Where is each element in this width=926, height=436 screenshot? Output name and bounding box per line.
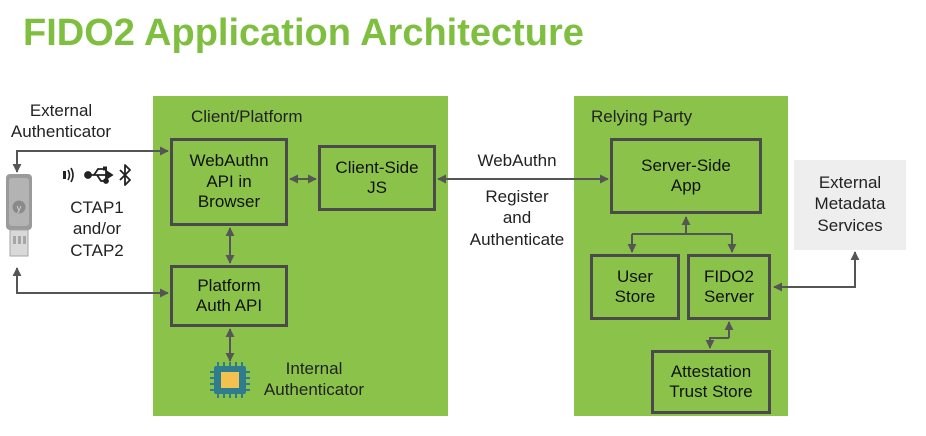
client-side-js-box: Client-Side JS (318, 145, 436, 211)
security-key-icon: y (6, 174, 32, 257)
client-platform-panel (153, 96, 448, 416)
fido2-server-box: FIDO2 Server (687, 254, 771, 320)
bluetooth-icon (119, 164, 131, 186)
ext-to-platform-arrow (12, 267, 169, 298)
webauthn-link-label: WebAuthn (477, 151, 557, 170)
attestation-trust-store-box: Attestation Trust Store (651, 350, 771, 414)
server-side-app-box: Server-Side App (610, 138, 762, 214)
external-authenticator-label: External Authenticator (10, 101, 112, 142)
page-title: FIDO2 Application Architecture (23, 12, 584, 54)
relying-party-label: Relying Party (591, 107, 693, 126)
ctap-label: CTAP1 and/or CTAP2 (70, 198, 124, 260)
internal-authenticator-label: Internal Authenticator (263, 359, 365, 400)
ext-to-webauthn-arrow (12, 146, 169, 173)
nfc-icon (63, 167, 74, 183)
svg-text:y: y (17, 203, 22, 213)
webauthn-api-box: WebAuthn API in Browser (170, 138, 288, 226)
external-metadata-label: External Metadata Services (814, 173, 886, 235)
client-platform-label: Client/Platform (191, 107, 303, 126)
platform-auth-api-box: Platform Auth API (170, 265, 288, 327)
external-metadata-box (794, 160, 906, 250)
fido2-metadata-arrow (773, 251, 860, 292)
usb-icon (84, 166, 114, 184)
user-store-box: User Store (590, 254, 680, 320)
chip-icon (210, 362, 250, 398)
register-authenticate-label: Register and Authenticate (469, 187, 565, 249)
